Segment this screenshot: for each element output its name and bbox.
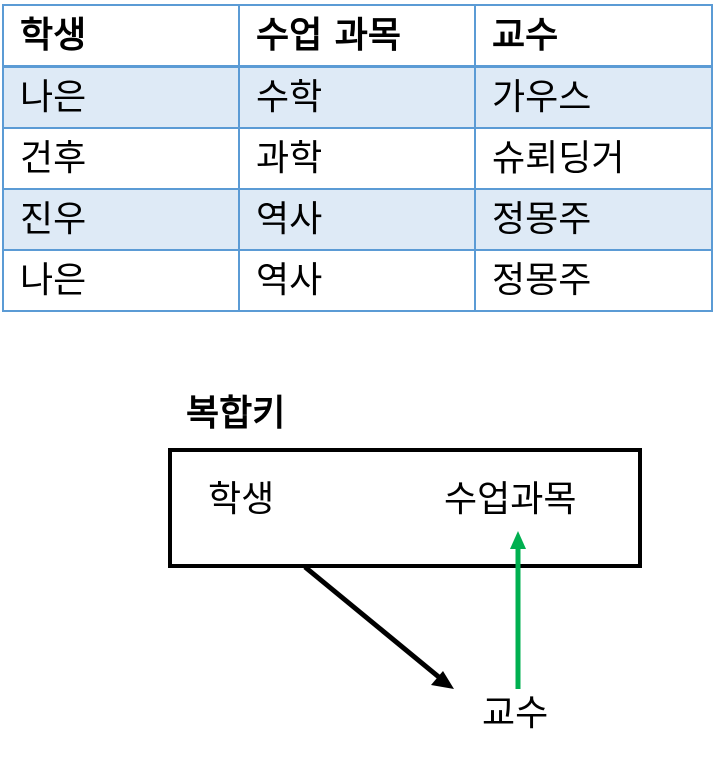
- header-course: 수업 과목: [238, 4, 476, 68]
- arrow-student-to-professor-head: [431, 671, 454, 689]
- key-attr-course: 수업과목: [444, 479, 577, 520]
- header-professor: 교수: [474, 4, 713, 68]
- table-row: 건후 과학 슈뢰딩거: [2, 127, 713, 190]
- composite-key-title: 복합키: [186, 393, 286, 434]
- key-attr-student: 학생: [208, 479, 275, 520]
- table-header-row: 학생 수업 과목 교수: [2, 4, 713, 68]
- table-row: 나은 수학 가우스: [2, 65, 713, 129]
- cell-professor: 정몽주: [474, 249, 713, 312]
- cell-student: 진우: [2, 188, 240, 251]
- cell-professor: 정몽주: [474, 188, 713, 251]
- header-student: 학생: [2, 4, 240, 68]
- cell-course: 수학: [238, 65, 476, 129]
- cell-student: 건후: [2, 127, 240, 190]
- cell-course: 과학: [238, 127, 476, 190]
- cell-student: 나은: [2, 65, 240, 129]
- cell-professor: 가우스: [474, 65, 713, 129]
- arrow-student-to-professor-line: [303, 565, 442, 680]
- table-row: 진우 역사 정몽주: [2, 188, 713, 251]
- enrollment-table: 학생 수업 과목 교수 나은 수학 가우스 건후 과학 슈뢰딩거 진우 역사 정…: [2, 4, 713, 312]
- cell-professor: 슈뢰딩거: [474, 127, 713, 190]
- cell-course: 역사: [238, 249, 476, 312]
- table-row: 나은 역사 정몽주: [2, 249, 713, 312]
- cell-course: 역사: [238, 188, 476, 251]
- cell-student: 나은: [2, 249, 240, 312]
- dependent-attr-professor: 교수: [482, 693, 549, 734]
